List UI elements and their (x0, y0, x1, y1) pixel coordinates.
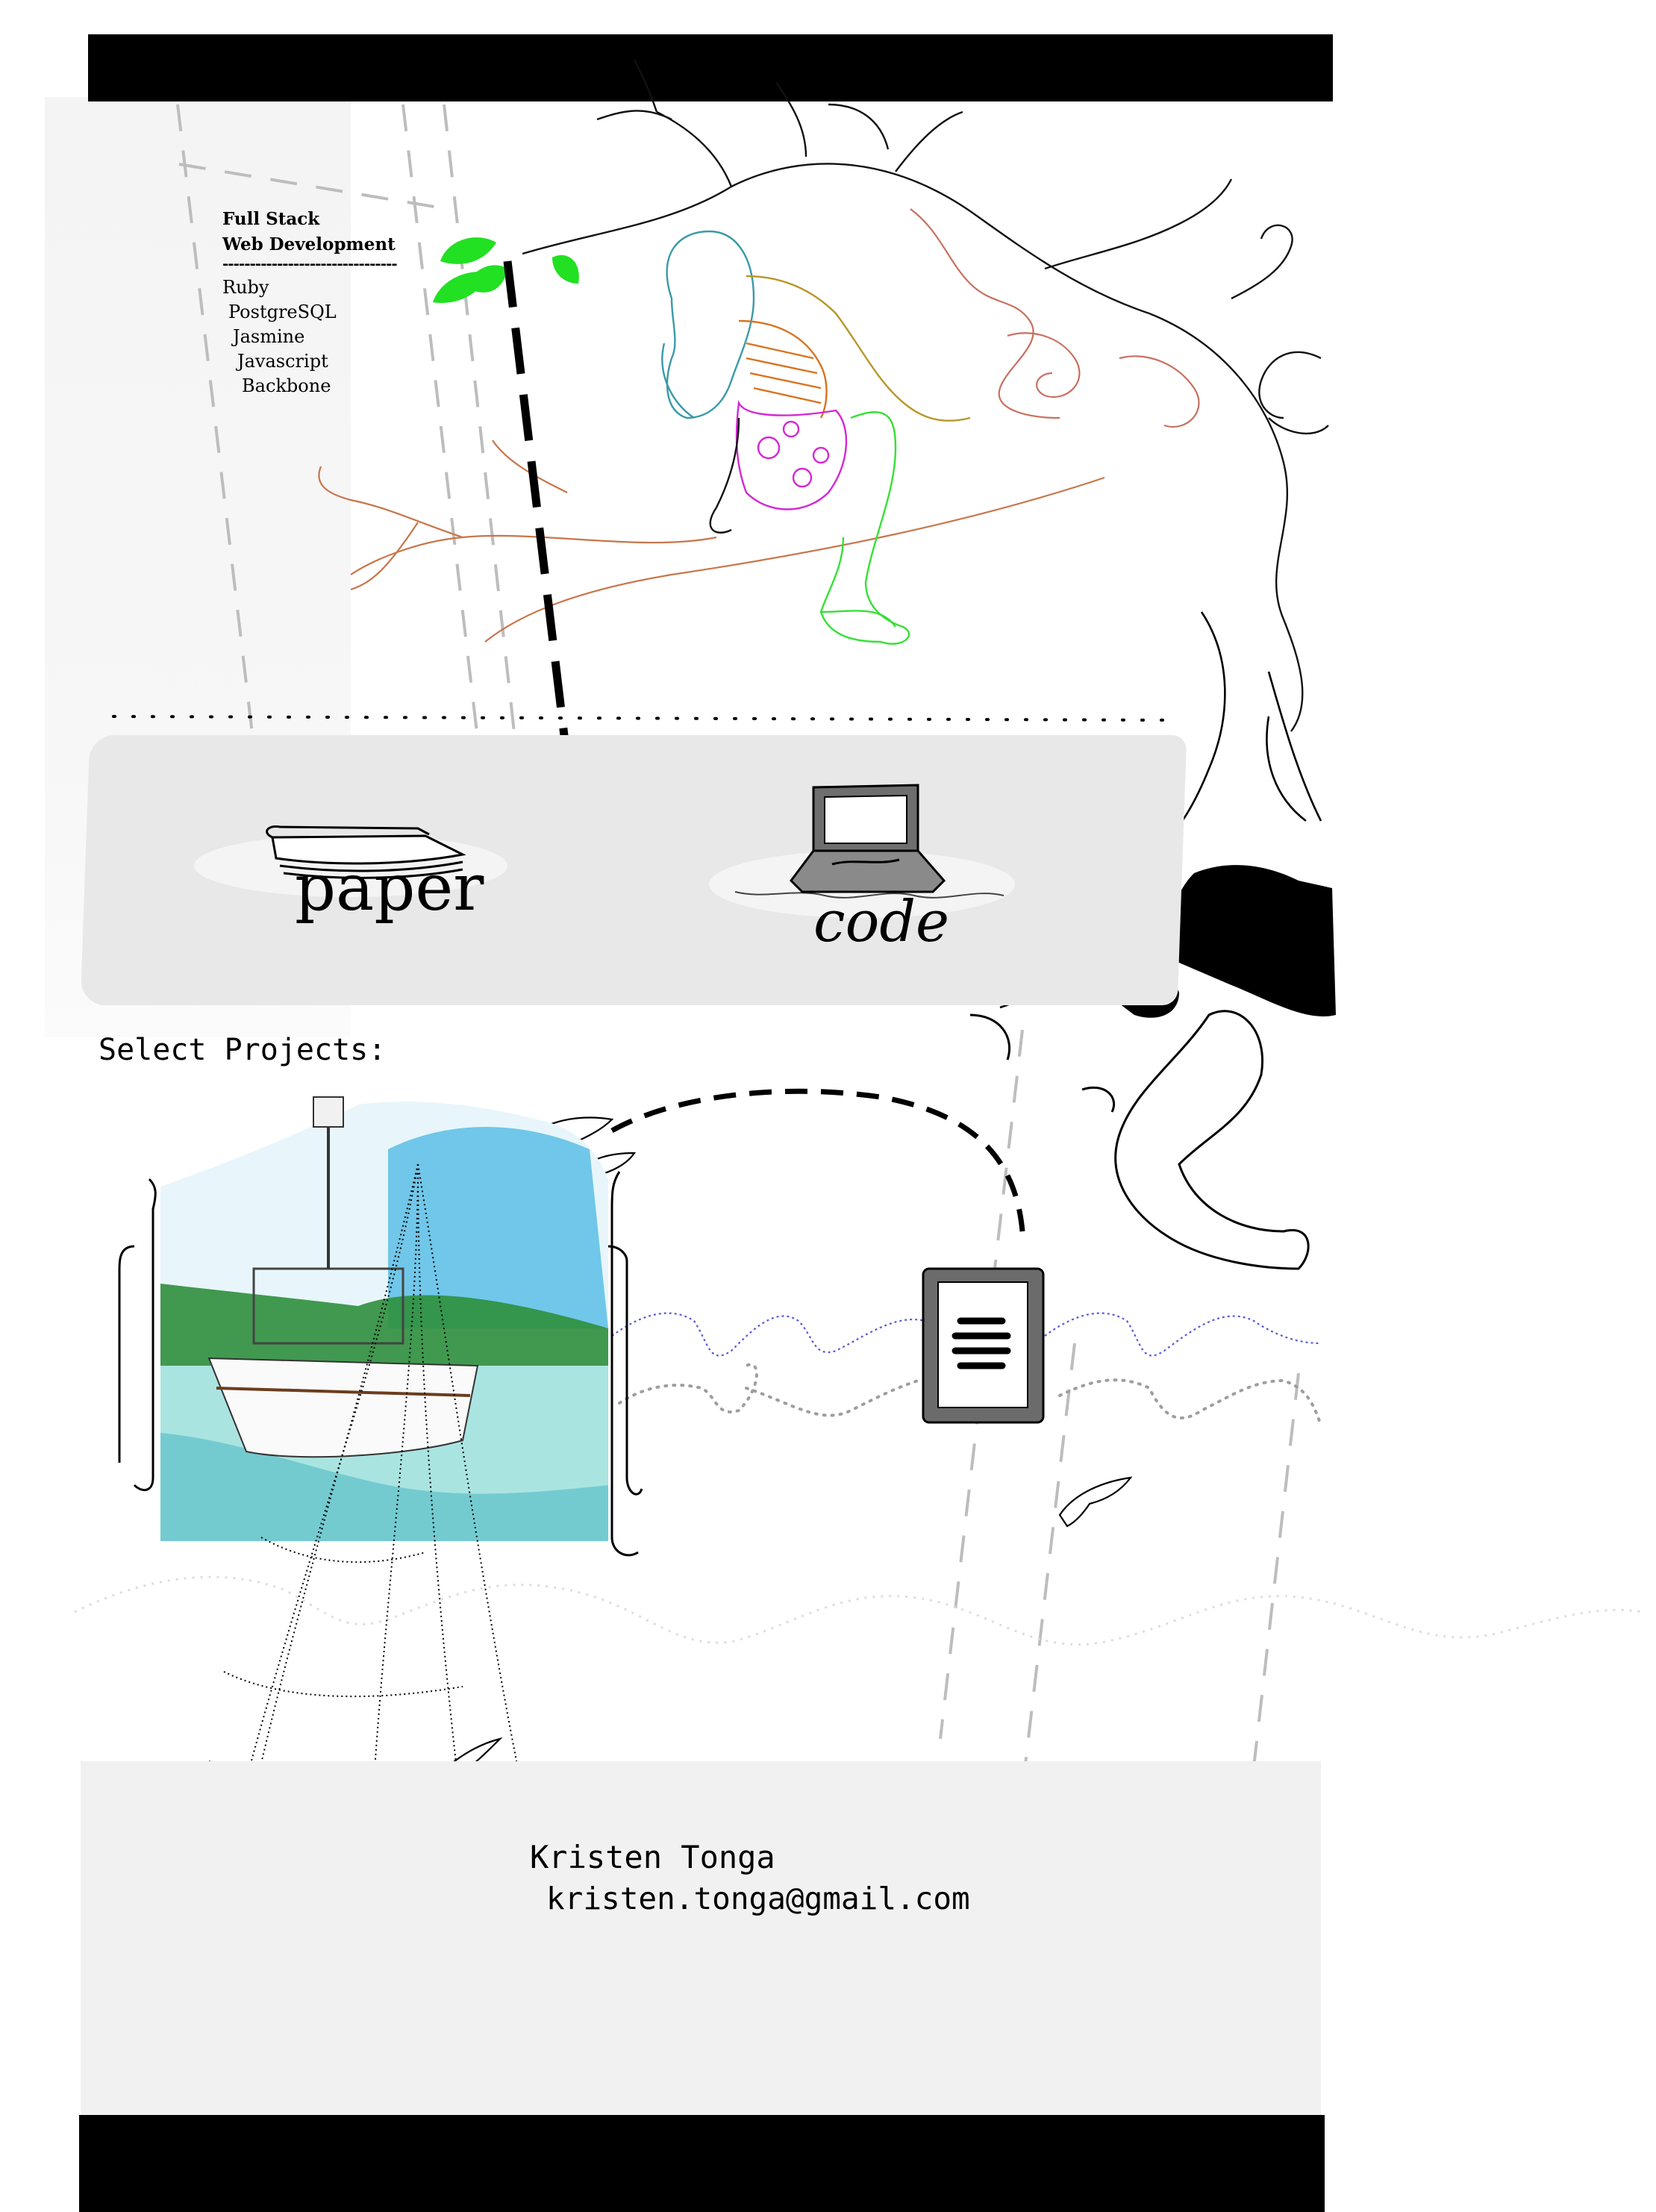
skill-item-postgresql: PostgreSQL (228, 302, 337, 322)
tablet-icon (922, 1267, 1045, 1424)
code-label: code (813, 888, 949, 955)
select-projects-title: Select Projects: (99, 1033, 387, 1067)
paper-stack-icon (194, 825, 507, 897)
bottom-bar (79, 2115, 1325, 2212)
girl-figure (661, 230, 971, 645)
dotted-separator (112, 715, 1181, 722)
skill-item-ruby: Ruby (222, 277, 269, 298)
leaf-icon (433, 237, 579, 303)
faint-wave (74, 1575, 1643, 1646)
paper-link[interactable]: paper (194, 791, 507, 940)
flight-path (610, 1088, 1025, 1232)
project-frame-brackets (118, 1171, 643, 1557)
brown-branch (318, 440, 1105, 643)
skills-list: Full Stack Web Development -------------… (222, 207, 398, 399)
skills-heading: Full Stack (222, 209, 320, 229)
skill-item-backbone: Backbone (242, 375, 331, 396)
skill-item-jasmine: Jasmine (233, 326, 305, 347)
tree-bark-swirl (910, 208, 1200, 428)
project-boat-link[interactable] (160, 1105, 608, 1541)
skills-heading-sub: Web Development (222, 234, 396, 254)
boat-painting (160, 1096, 608, 1541)
contact-name: Kristen Tonga (530, 1839, 775, 1875)
contact-email-link[interactable]: kristen.tonga@gmail.com (546, 1881, 970, 1916)
laptop-icon (709, 784, 1015, 918)
top-bar (88, 34, 1333, 101)
code-link[interactable]: code (705, 776, 1019, 955)
skills-divider: -------------------------------- (222, 254, 398, 272)
tablet-project-link[interactable] (922, 1267, 1045, 1424)
paper-label: paper (295, 851, 484, 925)
blue-wave (611, 1312, 1322, 1357)
footer-panel (81, 1761, 1321, 2115)
skill-item-javascript: Javascript (237, 351, 328, 372)
gray-wave (618, 1363, 1322, 1427)
dashed-guide-lines (176, 104, 1300, 2046)
tree-branches (522, 59, 1329, 732)
